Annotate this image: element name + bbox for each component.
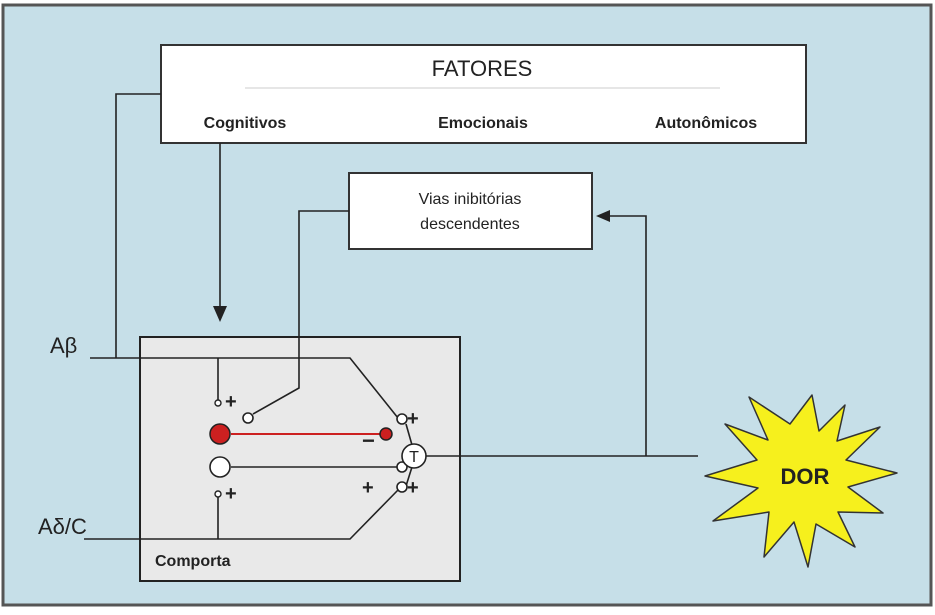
pain-label: DOR — [781, 464, 830, 489]
plus-sign-t-top: + — [407, 408, 419, 430]
factors-title: FATORES — [432, 56, 533, 81]
plus-sign-a-delta-c: + — [225, 483, 237, 505]
a-beta-to-factors-line — [115, 93, 161, 358]
arrow-to-gate — [213, 306, 227, 322]
a-beta-label: Aβ — [50, 333, 77, 358]
factor-cognitive: Cognitivos — [204, 115, 287, 132]
inhibitory-line-1: Vias inibitórias — [419, 191, 522, 208]
a-delta-c-terminal — [214, 490, 222, 498]
inhibitory-pathway-terminal — [242, 412, 254, 424]
factors-box-frame — [160, 44, 807, 144]
plus-sign-a-beta: + — [225, 391, 237, 413]
inhibitory-line-2: descendentes — [420, 216, 520, 233]
connection-lines — [84, 93, 698, 540]
a-delta-c-label: Aδ/C — [38, 514, 87, 539]
gate-label: Comporta — [155, 553, 231, 570]
pain-feedback-line — [610, 215, 647, 456]
inhibitory-interneuron-cell — [209, 423, 231, 445]
t-cell-label: T — [409, 449, 419, 466]
plus-sign-interneuron: + — [362, 477, 374, 499]
pain-starburst — [704, 394, 898, 568]
a-beta-to-t-terminal — [396, 413, 408, 425]
interneuron-cell — [209, 456, 231, 478]
factor-autonomic: Autonômicos — [655, 115, 757, 132]
factors-box: FATORES Cognitivos Emocionais Autonômico… — [160, 44, 807, 144]
inhibitory-descending-line — [252, 210, 349, 415]
a-delta-c-line — [84, 489, 399, 540]
t-top-connector — [405, 423, 413, 446]
t-cell — [401, 443, 427, 469]
a-beta-terminal — [214, 399, 222, 407]
t-bottom-connector — [405, 466, 413, 487]
a-beta-line — [90, 357, 399, 419]
plus-sign-t-bottom: + — [407, 477, 419, 499]
inhibitory-box-frame — [348, 172, 593, 250]
a-delta-c-to-t-terminal — [396, 481, 408, 493]
inhibitory-synapse — [379, 427, 393, 441]
inhibitory-pathways-box: Vias inibitórias descendentes — [348, 172, 593, 250]
minus-sign-inhibitory: − — [362, 428, 375, 453]
factor-emotional: Emocionais — [438, 115, 528, 132]
arrow-to-inhibitory — [596, 210, 610, 222]
